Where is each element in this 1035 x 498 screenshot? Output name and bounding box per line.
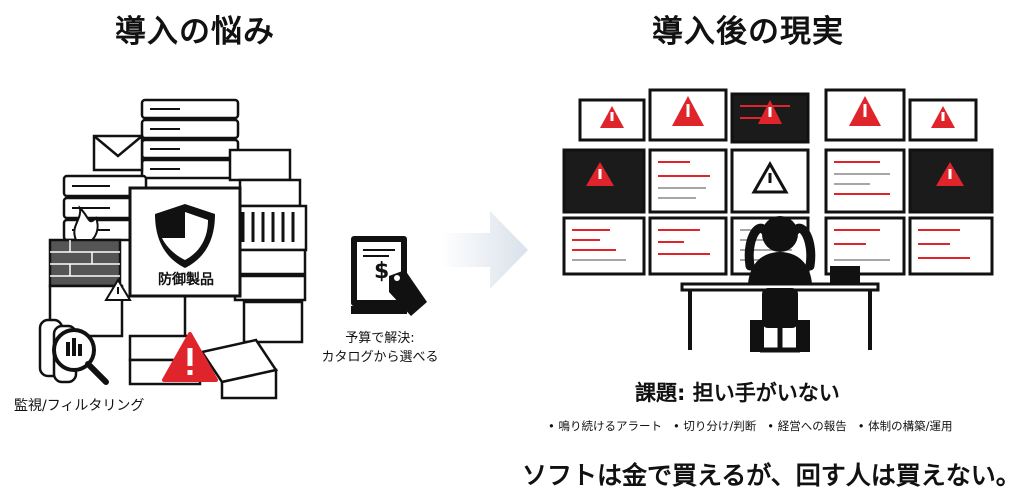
transition-arrow-icon: [440, 211, 528, 289]
shield-icon: [155, 204, 215, 268]
catalog-book-icon: [351, 236, 427, 316]
monitoring-label: 監視/フィルタリング: [14, 398, 145, 414]
issue-heading: 課題: 担い手がいない: [635, 381, 840, 405]
magnifier-icon: [52, 328, 109, 385]
catalog-caption-line2: カタログから選べる: [321, 350, 439, 365]
right-title: 導入後の現実: [652, 14, 844, 50]
left-title: 導入の悩み: [115, 14, 275, 50]
bullet-item: • 経営への報告: [767, 419, 847, 433]
price-tag-icon: [389, 270, 427, 316]
monitor-wall-illustration: [562, 88, 994, 276]
security-products-pile-illustration: [38, 98, 308, 400]
red-warning-icon: [162, 332, 218, 382]
catalog-caption-line1: 予算で解決:: [345, 331, 415, 346]
issue-bullet-list: • 鳴り続けるアラート • 切り分け/判断 • 経営への報告 • 体制の構築/運…: [548, 418, 953, 434]
bullet-item: • 鳴り続けるアラート: [548, 419, 662, 433]
stressed-operator-illustration: [680, 216, 880, 353]
bullet-item: • 切り分け/判断: [672, 419, 757, 433]
defense-product-label: 防御製品: [158, 272, 214, 288]
dollar-sign: $: [374, 259, 390, 284]
small-warning-icon: [104, 278, 132, 301]
catalog-caption: 予算で解決: カタログから選べる: [305, 329, 455, 367]
monitor-wall: [560, 84, 1000, 284]
bullet-item: • 体制の構築/運用: [857, 419, 953, 433]
tagline: ソフトは金で買えるが、回す人は買えない。: [522, 461, 1021, 490]
